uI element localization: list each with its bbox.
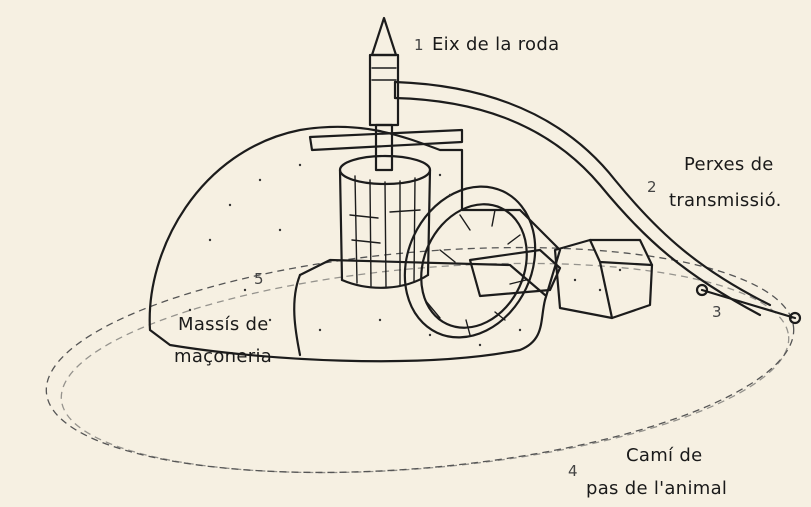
lantern-gear [338,154,432,289]
masonry-texture [188,163,622,347]
label-number-masonry: 5 [254,270,264,288]
label-number-axle: 1 [414,36,424,54]
masonry-mound [148,125,562,363]
water-wheel [403,185,537,339]
transmission-poles [393,80,772,317]
axle-shaft [368,16,400,172]
label-poles-line2: transmissió. [669,190,782,211]
label-masonry-line1: Massís de [178,314,269,335]
label-masonry-line2: maçoneria [174,346,273,367]
label-number-path: 4 [568,462,578,480]
label-path-line2: pas de l'animal [586,478,728,499]
top-beam [308,128,464,152]
handle-bar [695,283,802,325]
label-number-handle: 3 [712,303,722,321]
label-path-line1: Camí de [626,445,703,466]
label-poles-line1: Perxes de [684,154,774,175]
stone-blocks [468,238,654,320]
animal-path-ring [45,246,795,474]
label-number-poles: 2 [647,178,657,196]
label-axle: Eix de la roda [432,34,560,55]
